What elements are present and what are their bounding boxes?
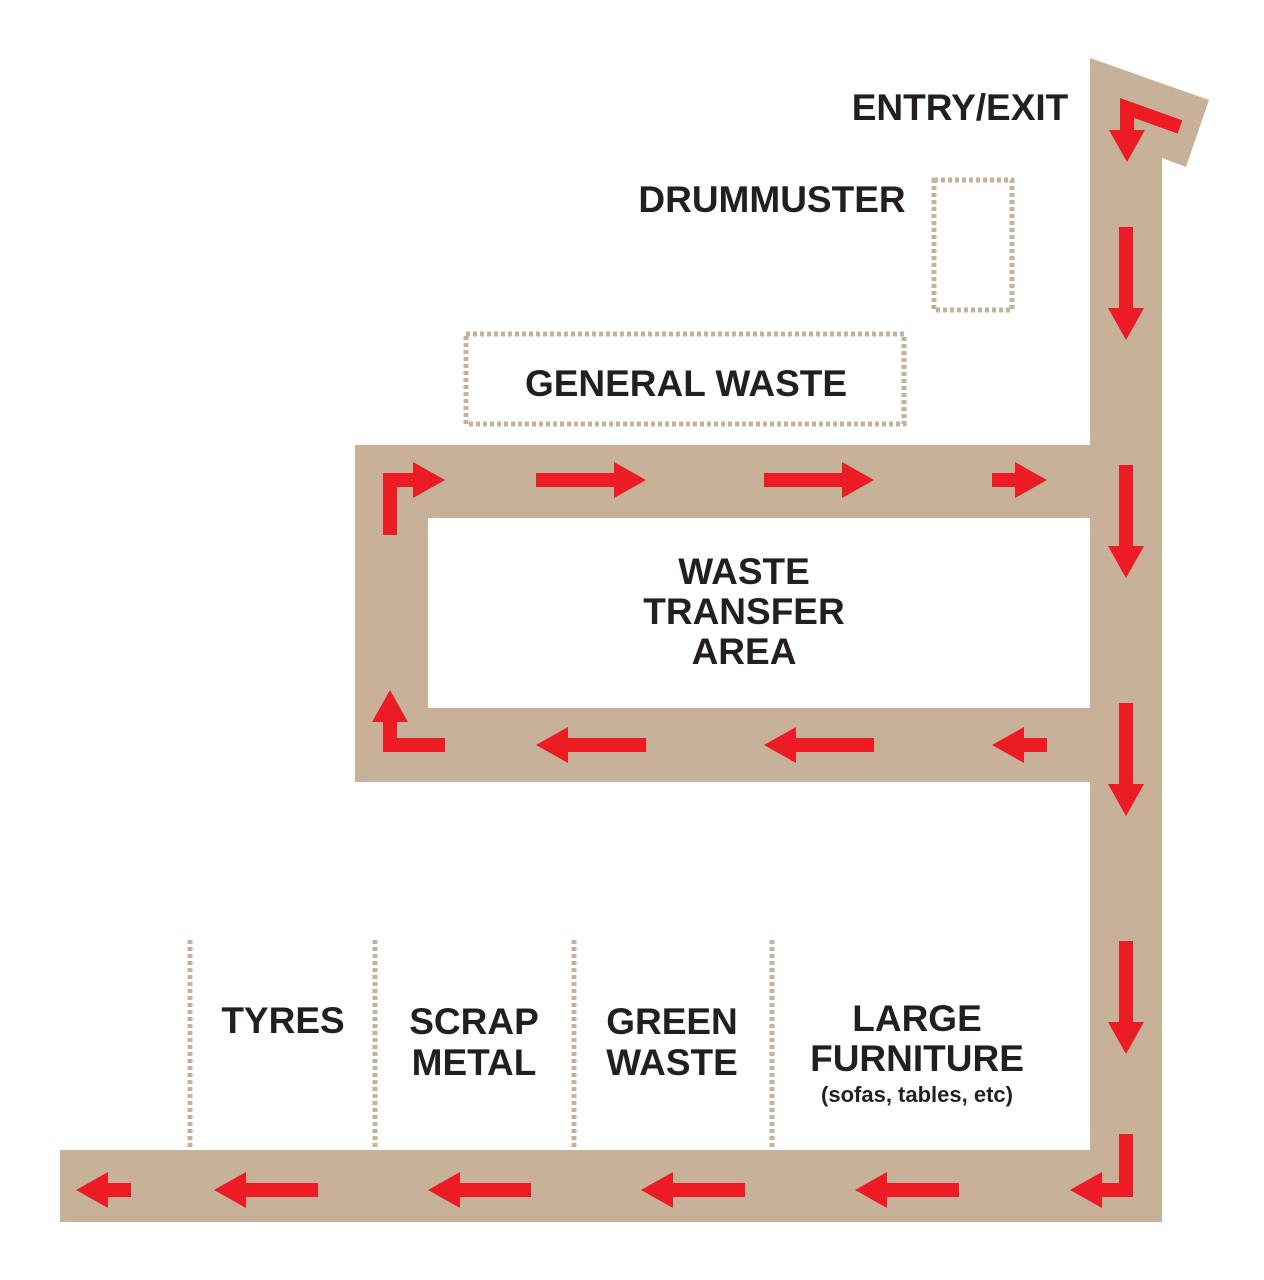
direction-arrow (1108, 941, 1144, 1054)
direction-arrow (641, 1172, 745, 1208)
direction-arrow (214, 1172, 318, 1208)
entry-road (1090, 58, 1209, 1222)
direction-arrow (428, 1172, 531, 1208)
large-furniture-label-1: LARGE (852, 998, 982, 1039)
direction-arrows (76, 98, 1183, 1208)
bay-dividers (187, 940, 775, 1150)
direction-arrow (1109, 98, 1183, 162)
direction-arrow (992, 727, 1047, 763)
drummuster-label: DRUMMUSTER (638, 179, 905, 220)
waste-transfer-label-3: AREA (692, 631, 797, 672)
entry-exit-label: ENTRY/EXIT (852, 87, 1069, 128)
direction-arrow (992, 462, 1047, 498)
drummuster-bay (931, 177, 1015, 313)
large-furniture-label-2: FURNITURE (810, 1038, 1024, 1079)
direction-arrow (1108, 703, 1144, 816)
direction-arrow (372, 690, 445, 752)
direction-arrow (383, 462, 445, 535)
direction-arrow (1108, 227, 1144, 340)
direction-arrow (764, 727, 874, 763)
green-waste-label-1: GREEN (606, 1001, 738, 1042)
general-waste-bay (463, 331, 907, 427)
large-furniture-note: (sofas, tables, etc) (821, 1082, 1013, 1107)
waste-transfer-label-1: WASTE (678, 551, 810, 592)
tyres-label: TYRES (221, 1000, 344, 1041)
direction-arrow (855, 1172, 959, 1208)
direction-arrow (76, 1172, 131, 1208)
direction-arrow (1070, 1134, 1133, 1208)
scrap-metal-label-2: METAL (412, 1042, 537, 1083)
scrap-metal-label-1: SCRAP (409, 1001, 539, 1042)
general-waste-label: GENERAL WASTE (525, 363, 847, 404)
direction-arrow (536, 462, 646, 498)
direction-arrow (536, 727, 646, 763)
waste-transfer-label-2: TRANSFER (643, 591, 844, 632)
green-waste-label-2: WASTE (606, 1042, 738, 1083)
direction-arrow (1108, 465, 1144, 578)
direction-arrow (764, 462, 874, 498)
